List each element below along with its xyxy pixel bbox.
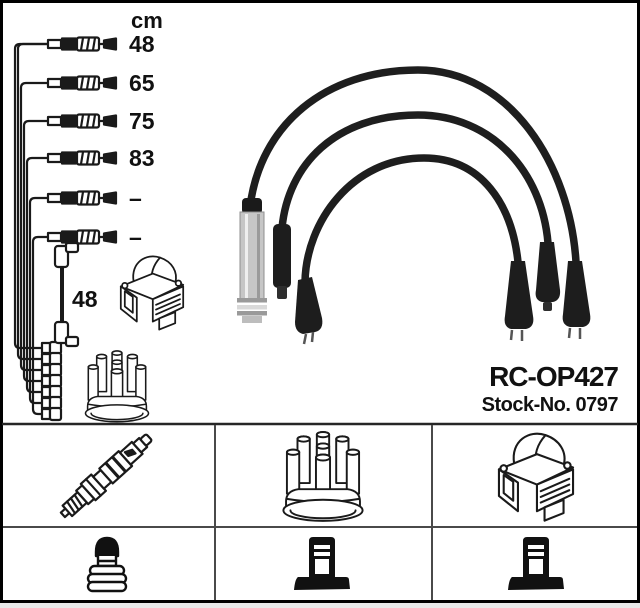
metal-boot (237, 198, 267, 323)
cable-connector-icon (46, 75, 118, 91)
cable-connector-icon (46, 229, 118, 245)
stock-number: Stock-No. 0797 (482, 394, 619, 416)
cone-boot (295, 277, 323, 345)
cable-connector-icon (46, 113, 118, 129)
cone-boot (504, 261, 534, 341)
schematic-panel: cm 48 (13, 8, 619, 423)
inner-wire (301, 154, 522, 286)
cable-bundle-lines (13, 42, 50, 416)
cable-length-label: 48 (129, 31, 155, 57)
black-boot (273, 224, 291, 299)
middle-wire (278, 111, 552, 247)
cable-length-label: – (129, 185, 142, 211)
cable-length-label: 75 (129, 108, 155, 134)
cable-length-label: 65 (129, 70, 155, 96)
table-grid (2, 422, 638, 600)
cable-connector-icon (46, 36, 118, 52)
coil-wire-length-label: 48 (72, 286, 98, 312)
legend-table (2, 422, 638, 600)
cable-length-label: 83 (129, 145, 155, 171)
cone-boot (562, 261, 591, 339)
wire-set-photo (237, 66, 591, 345)
part-number: RC-OP427 (489, 361, 618, 392)
cable-rows: 48 65 75 83 – – (46, 31, 155, 250)
unit-header: cm (131, 8, 163, 33)
cone-boot (535, 242, 561, 311)
cable-connector-icon (46, 150, 118, 166)
cable-connector-icon (46, 190, 118, 206)
outer-wire (246, 66, 580, 266)
cable-length-label: – (129, 224, 142, 250)
distributor-connectors (40, 340, 63, 422)
coil-wire-diagram: 48 (53, 241, 98, 348)
